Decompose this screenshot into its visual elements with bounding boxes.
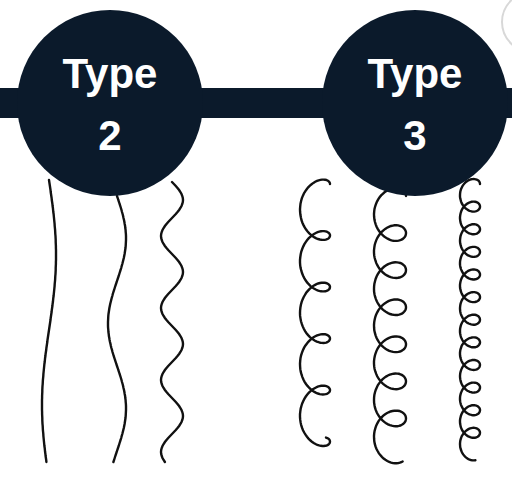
type-circle: Type 3 [322, 10, 508, 196]
type-circle: Type 2 [17, 10, 203, 196]
hair-strand [42, 180, 56, 462]
hair-strand [374, 188, 406, 463]
timeline-bar [201, 88, 324, 118]
hair-strand [300, 180, 330, 446]
type-label: Type 2 [54, 43, 166, 167]
type-label: Type 3 [359, 43, 471, 167]
hair-strand [108, 196, 126, 462]
hair-strand [161, 182, 183, 462]
hair-strands [42, 179, 480, 463]
partial-circle [502, 0, 512, 52]
hair-strand [460, 179, 480, 460]
